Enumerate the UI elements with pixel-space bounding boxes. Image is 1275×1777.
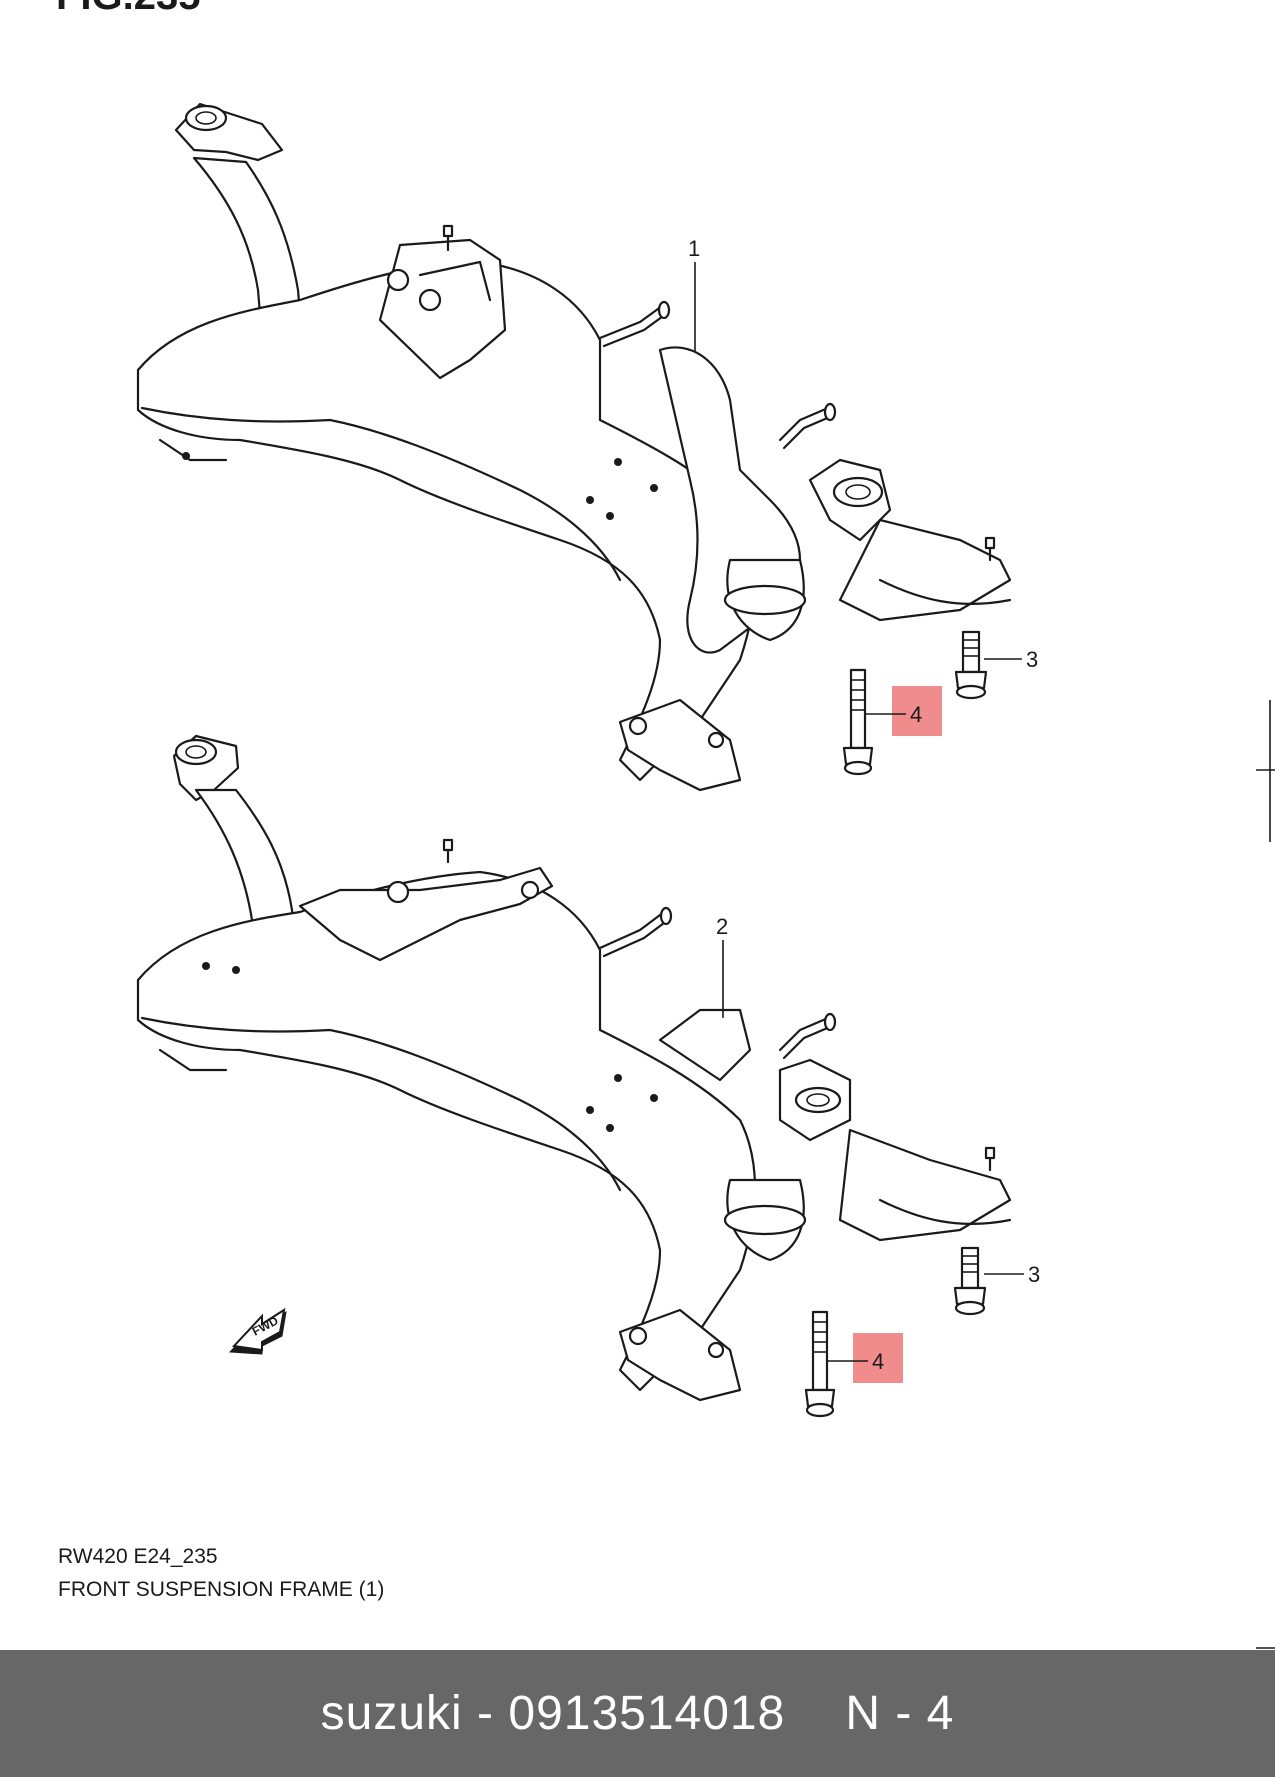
- callout-3-top: 3: [1026, 647, 1038, 672]
- callout-4-top: 4: [910, 702, 922, 727]
- figure-title: FIG.235: [56, 0, 201, 16]
- front-suspension-frame-diagram: 1 3 4: [136, 102, 1275, 1649]
- bolt-4-bottom-drawing: [804, 1310, 836, 1418]
- callout-4-bottom: 4: [872, 1349, 884, 1374]
- bolt-3-bottom-drawing: [953, 1246, 987, 1316]
- footer-position: N - 4: [845, 1687, 955, 1740]
- callout-1: 1: [688, 236, 700, 261]
- callout-2: 2: [716, 914, 728, 939]
- figure-code: RW420 E24_235: [58, 1545, 218, 1568]
- bolt-4-top-drawing: [842, 668, 874, 776]
- bolt-3-top-drawing: [954, 630, 988, 700]
- footer-part-number: suzuki - 0913514018: [320, 1687, 786, 1740]
- footer-bar: suzuki - 0913514018 N - 4: [0, 1650, 1275, 1777]
- frame-2-drawing: [136, 734, 1012, 1402]
- highlight-4-bottom: [853, 1333, 903, 1383]
- figure-name: FRONT SUSPENSION FRAME (1): [58, 1578, 385, 1601]
- callout-3-bottom: 3: [1028, 1262, 1040, 1287]
- frame-1-drawing: [136, 102, 1012, 792]
- highlight-4-top: [892, 686, 942, 736]
- fwd-arrow-icon: FWD: [228, 1307, 287, 1355]
